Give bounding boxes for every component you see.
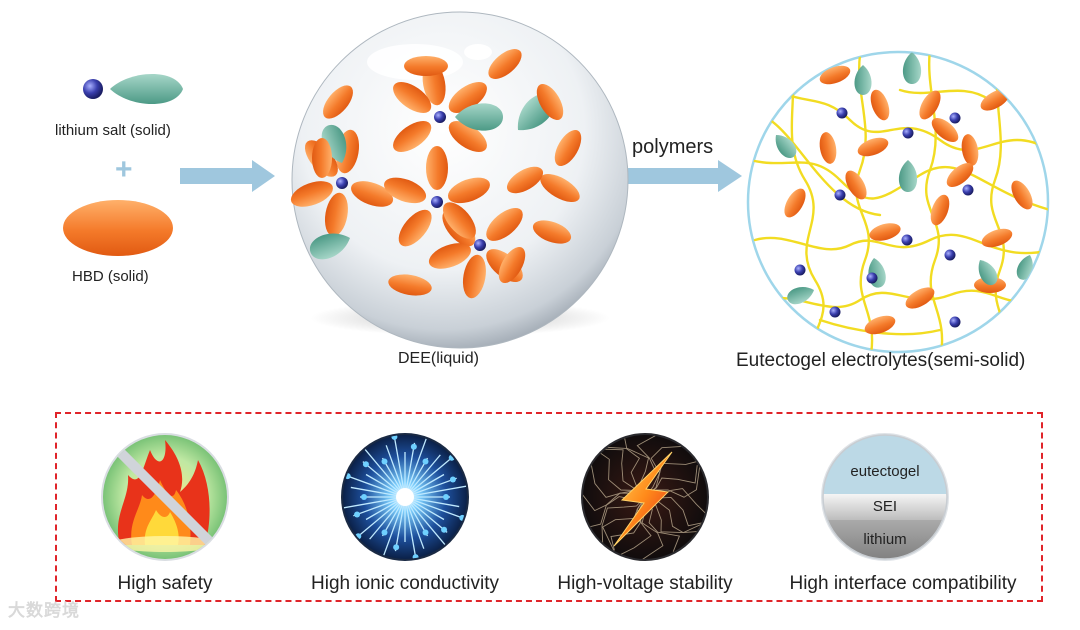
hbd-label: HBD (solid) xyxy=(72,268,149,285)
watermark: 大数跨境 xyxy=(8,601,80,620)
arrow-to-dee xyxy=(180,160,275,192)
feature-box xyxy=(55,412,1043,602)
feature-label-safety: High safety xyxy=(117,573,213,594)
flame-icon xyxy=(101,433,229,561)
hbd-molecule xyxy=(63,200,173,256)
layer-eutectogel: eutectogel xyxy=(850,463,920,480)
polymers-label: polymers xyxy=(632,136,714,158)
lithium-salt-label: lithium salt (solid) xyxy=(55,122,171,139)
dee-label: DEE(liquid) xyxy=(398,350,479,367)
lightning-icon xyxy=(581,433,709,561)
plus-sign: + xyxy=(115,153,133,186)
layer-sei: SEI xyxy=(872,498,898,515)
arrow-to-eutectogel xyxy=(625,160,742,192)
feature-label-interface: High interface compatibility xyxy=(789,573,1017,594)
layer-lithium: lithium xyxy=(863,531,907,548)
burst-icon xyxy=(341,433,469,561)
feature-label-ionic: High ionic conductivity xyxy=(311,573,499,594)
dee-molecules xyxy=(290,49,582,299)
eutectogel-network xyxy=(746,50,1050,354)
lithium-salt-molecule xyxy=(83,73,183,105)
eutectogel-label: Eutectogel electrolytes(semi-solid) xyxy=(736,350,1026,371)
feature-label-voltage: High-voltage stability xyxy=(557,573,733,594)
